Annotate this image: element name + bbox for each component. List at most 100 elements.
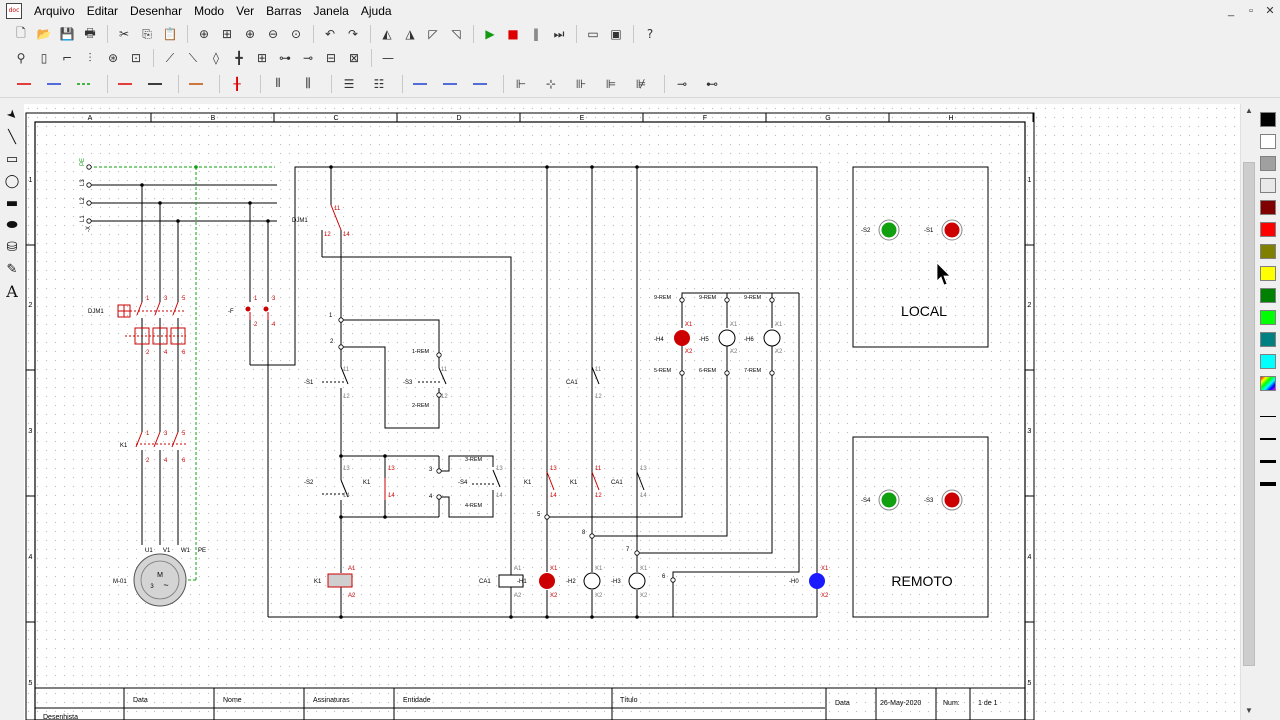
scroll-up-arrow-icon[interactable]: ▲: [1245, 106, 1253, 115]
rotate-left-icon[interactable]: ◸: [428, 27, 438, 41]
color-swatch[interactable]: [1260, 288, 1276, 303]
color-swatch[interactable]: [1260, 200, 1276, 215]
color-swatch[interactable]: [1260, 266, 1276, 281]
print-icon[interactable]: 🖶: [84, 25, 96, 40]
contact-nc-icon[interactable]: ⟍: [188, 50, 198, 65]
window-icon[interactable]: ▣: [610, 27, 622, 41]
relay-box-icon[interactable]: ⊟: [325, 51, 337, 65]
component-5-icon[interactable]: ⊯: [635, 76, 647, 91]
zoom-window-icon[interactable]: ⊞: [221, 27, 233, 41]
menu-desenhar[interactable]: Desenhar: [130, 4, 183, 18]
mirror-v-icon[interactable]: ◮: [405, 27, 415, 41]
restore-button[interactable]: ▫: [1249, 5, 1253, 17]
align-left-icon[interactable]: ☰: [343, 76, 355, 91]
filled-ellipse-icon[interactable]: ⬬: [6, 217, 18, 233]
line-width-option[interactable]: [1260, 482, 1276, 486]
resistor-icon[interactable]: ⊶: [279, 51, 291, 65]
multi-contact-icon[interactable]: ⫶: [88, 50, 92, 65]
wire-blue2-icon[interactable]: [408, 73, 432, 95]
terminal-icon[interactable]: ⊡: [130, 51, 142, 65]
color-swatch[interactable]: [1260, 112, 1276, 127]
coil-icon[interactable]: ⊸: [302, 51, 314, 65]
menu-editar[interactable]: Editar: [86, 4, 119, 18]
color-swatch[interactable]: [1260, 178, 1276, 193]
minimize-button[interactable]: _: [1227, 5, 1235, 17]
redo-icon[interactable]: ↷: [347, 27, 359, 41]
color-swatch[interactable]: [1260, 332, 1276, 347]
junction-red-icon[interactable]: ╂: [233, 76, 241, 91]
open-icon[interactable]: 📂: [36, 27, 52, 41]
color-swatch[interactable]: [1260, 354, 1276, 369]
app-icon[interactable]: doc: [6, 3, 22, 19]
color-swatch[interactable]: [1260, 244, 1276, 259]
zoom-in-icon[interactable]: ⊕: [244, 27, 256, 41]
color-swatch[interactable]: [1260, 156, 1276, 171]
wire-icon[interactable]: —: [382, 51, 394, 65]
zoom-previous-icon[interactable]: ⊙: [290, 27, 302, 41]
zoom-fit-icon[interactable]: ⊕: [198, 27, 210, 41]
bus-3-icon[interactable]: ⦀: [275, 76, 281, 90]
wire-black-icon[interactable]: [143, 73, 167, 95]
bus-4-icon[interactable]: ⫼: [305, 76, 311, 90]
menu-arquivo[interactable]: Arquivo: [34, 4, 75, 18]
menu-ajuda[interactable]: Ajuda: [360, 4, 392, 18]
terminal-block-icon[interactable]: ⊞: [256, 51, 268, 65]
switch-box-icon[interactable]: ⊠: [348, 51, 360, 65]
wire-red2-icon[interactable]: [113, 73, 137, 95]
eyedropper-icon[interactable]: ✎: [6, 261, 18, 277]
cut-icon[interactable]: ✂: [118, 27, 130, 41]
scroll-thumb[interactable]: [1243, 162, 1255, 666]
fuse-icon[interactable]: ▯: [40, 51, 48, 65]
close-button[interactable]: ✕: [1265, 5, 1275, 17]
color-swatch[interactable]: [1260, 134, 1276, 149]
view-icon[interactable]: ▭: [587, 27, 599, 41]
line-width-option[interactable]: [1260, 416, 1276, 417]
menu-modo[interactable]: Modo: [194, 4, 225, 18]
connector-1-icon[interactable]: ⊸: [676, 76, 688, 91]
line-width-option[interactable]: [1260, 460, 1276, 463]
menu-janela[interactable]: Janela: [313, 4, 349, 18]
wire-blue3-icon[interactable]: [438, 73, 462, 95]
component-1-icon[interactable]: ⊩: [515, 76, 527, 91]
line-width-option[interactable]: [1260, 438, 1276, 440]
mirror-h-icon[interactable]: ◭: [382, 27, 392, 41]
vertical-scrollbar[interactable]: ▲ ▼: [1240, 104, 1256, 720]
step-icon[interactable]: ⏭: [553, 26, 565, 41]
text-icon[interactable]: A: [6, 281, 18, 301]
wire-blue4-icon[interactable]: [468, 73, 492, 95]
stop-icon[interactable]: ■: [507, 27, 519, 41]
rotate-right-icon[interactable]: ◹: [451, 27, 461, 41]
save-icon[interactable]: 💾: [59, 27, 75, 41]
paste-icon[interactable]: 📋: [162, 27, 178, 41]
new-icon[interactable]: 🗋: [16, 25, 26, 40]
color-swatch[interactable]: [1260, 310, 1276, 325]
rectangle-icon[interactable]: ▭: [5, 151, 19, 167]
help-icon[interactable]: ?: [646, 27, 654, 41]
menu-barras[interactable]: Barras: [266, 4, 302, 18]
wire-red-icon[interactable]: [12, 73, 36, 95]
menu-ver[interactable]: Ver: [236, 4, 255, 18]
wire-blue-icon[interactable]: [42, 73, 66, 95]
pin-icon[interactable]: ⚲: [16, 51, 26, 65]
wire-orange-icon[interactable]: [184, 73, 208, 95]
custom-color-swatch[interactable]: [1260, 376, 1276, 391]
copy-icon[interactable]: ⎘: [142, 26, 152, 41]
undo-icon[interactable]: ↶: [324, 27, 336, 41]
ellipse-icon[interactable]: ◯: [4, 173, 20, 189]
pause-icon[interactable]: ‖: [533, 27, 539, 41]
component-2-icon[interactable]: ⊹: [545, 76, 557, 91]
fill-icon[interactable]: ⛁: [6, 239, 18, 255]
junction-icon[interactable]: ╋: [235, 51, 243, 65]
align-right-icon[interactable]: ☷: [373, 76, 385, 91]
color-swatch[interactable]: [1260, 222, 1276, 237]
zoom-out-icon[interactable]: ⊖: [267, 27, 279, 41]
line-icon[interactable]: ╲: [8, 129, 16, 145]
relay-icon[interactable]: ⌐: [61, 51, 73, 65]
filled-rectangle-icon[interactable]: ▬: [5, 195, 19, 211]
component-3-icon[interactable]: ⊪: [575, 76, 587, 91]
play-icon[interactable]: ▶: [485, 27, 495, 41]
diode-icon[interactable]: ◊: [213, 51, 219, 65]
motor-icon[interactable]: ⊛: [107, 51, 119, 65]
wire-green-icon[interactable]: [72, 73, 96, 95]
